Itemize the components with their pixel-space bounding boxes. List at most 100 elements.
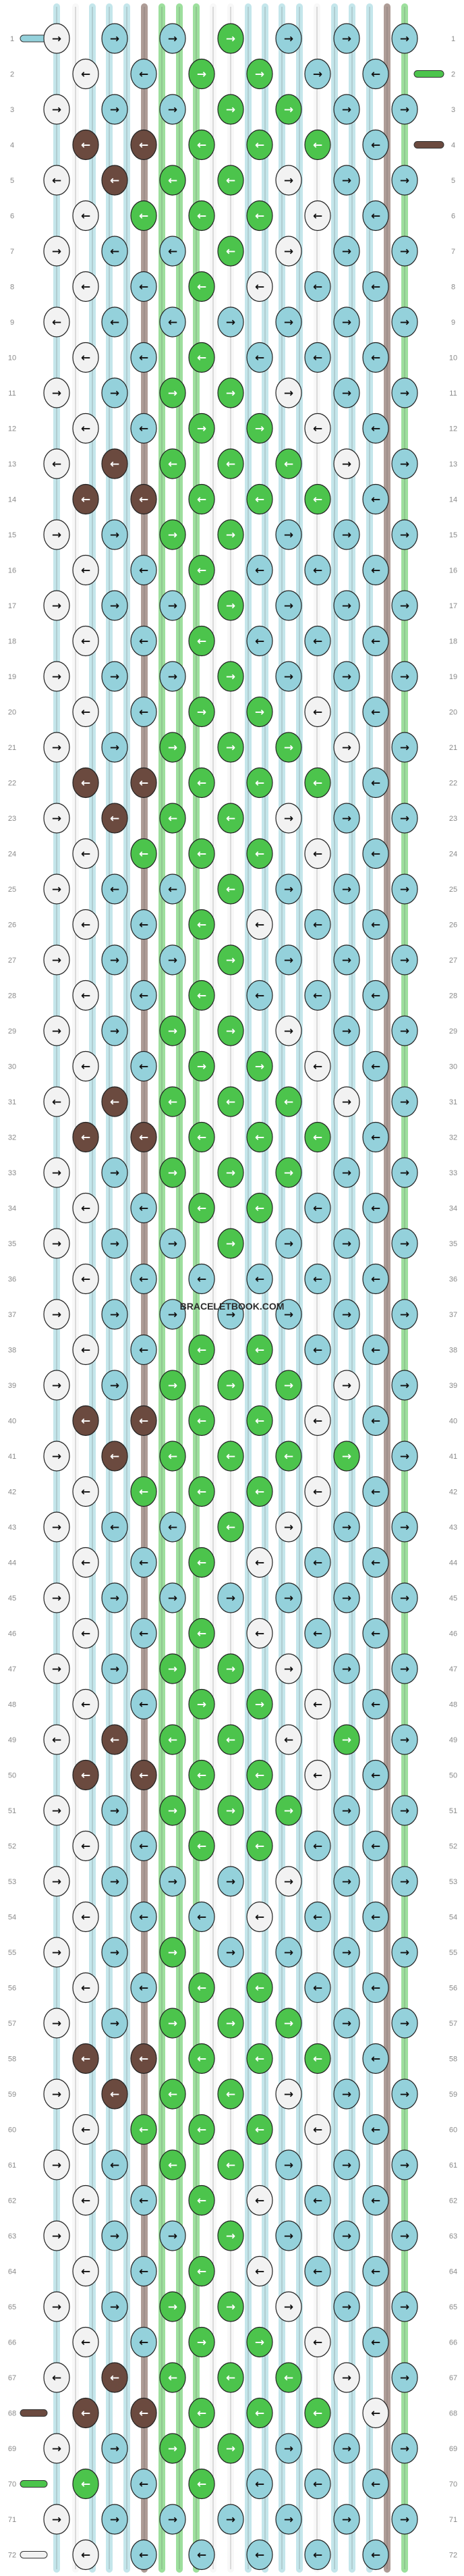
knot <box>43 1937 70 1968</box>
arrow-right-icon: → <box>400 1734 409 1747</box>
arrow-left-icon: ← <box>139 1415 148 1428</box>
knot <box>246 909 273 940</box>
row-number-left: 28 <box>8 992 16 1000</box>
row-number-left: 48 <box>8 1701 16 1709</box>
knot <box>188 271 215 302</box>
arrow-right-icon: → <box>110 1237 119 1251</box>
knot <box>246 1547 273 1578</box>
arrow-left-icon: ← <box>110 316 119 329</box>
knot <box>333 1937 360 1968</box>
knot <box>43 2433 70 2464</box>
arrow-left-icon: ← <box>110 2088 119 2101</box>
arrow-left-icon: ← <box>371 281 380 294</box>
arrow-right-icon: → <box>52 245 61 259</box>
knot <box>130 2468 157 2500</box>
arrow-right-icon: → <box>342 316 351 329</box>
knot <box>246 554 273 586</box>
arrow-left-icon: ← <box>255 2478 264 2492</box>
knot <box>159 2149 186 2180</box>
arrow-left-icon: ← <box>371 635 380 649</box>
row-number-right: 55 <box>449 1949 457 1957</box>
knot <box>188 342 215 373</box>
arrow-right-icon: → <box>52 1166 61 1180</box>
arrow-left-icon: ← <box>255 2407 264 2421</box>
arrow-left-icon: ← <box>313 2195 322 2208</box>
knot <box>101 1299 128 1330</box>
knot <box>391 803 418 834</box>
knot <box>101 1511 128 1542</box>
row-number-left: 34 <box>8 1205 16 1213</box>
arrow-left-icon: ← <box>255 352 264 365</box>
row-number-left: 49 <box>8 1736 16 1744</box>
arrow-right-icon: → <box>52 2088 61 2101</box>
arrow-left-icon: ← <box>81 281 90 294</box>
arrow-left-icon: ← <box>197 990 206 1003</box>
row-number-right: 35 <box>449 1240 457 1248</box>
knot <box>159 1866 186 1897</box>
knot <box>72 767 99 799</box>
knot <box>391 165 418 196</box>
row-number-left: 4 <box>10 142 14 150</box>
row-number-left: 20 <box>8 709 16 717</box>
knot <box>72 1759 99 1791</box>
knot <box>246 2114 273 2145</box>
arrow-left-icon: ← <box>139 423 148 436</box>
arrow-right-icon: → <box>226 2442 235 2456</box>
knot <box>333 2220 360 2251</box>
knot <box>391 1441 418 1472</box>
knot <box>130 696 157 728</box>
arrow-left-icon: ← <box>313 2407 322 2421</box>
knot <box>130 1263 157 1295</box>
knot <box>217 2078 244 2110</box>
arrow-left-icon: ← <box>371 2265 380 2279</box>
arrow-right-icon: → <box>52 2017 61 2031</box>
knot <box>304 625 331 657</box>
row-number-right: 24 <box>449 851 457 859</box>
arrow-left-icon: ← <box>81 2265 90 2279</box>
knot <box>391 1511 418 1542</box>
row-number-left: 37 <box>8 1311 16 1319</box>
arrow-left-icon: ← <box>371 1628 380 1641</box>
arrow-left-icon: ← <box>139 2053 148 2066</box>
knot <box>43 1866 70 1897</box>
knot <box>275 94 302 125</box>
arrow-left-icon: ← <box>81 68 90 82</box>
row-number-right: 30 <box>449 1063 457 1071</box>
arrow-right-icon: → <box>342 670 351 684</box>
arrow-left-icon: ← <box>371 2053 380 2066</box>
row-number-left: 58 <box>8 2056 16 2064</box>
row-number-left: 44 <box>8 1559 16 1567</box>
knot <box>362 1901 389 1933</box>
arrow-right-icon: → <box>168 1308 177 1322</box>
arrow-right-icon: → <box>52 2442 61 2456</box>
arrow-left-icon: ← <box>110 458 119 471</box>
knot <box>304 1617 331 1649</box>
knot <box>43 2362 70 2393</box>
arrow-left-icon: ← <box>81 2053 90 2066</box>
arrow-right-icon: → <box>226 2017 235 2031</box>
knot <box>333 1866 360 1897</box>
row-number-left: 25 <box>8 886 16 894</box>
knot <box>304 767 331 799</box>
arrow-left-icon: ← <box>81 139 90 153</box>
arrow-right-icon: → <box>52 1592 61 1605</box>
arrow-left-icon: ← <box>110 1096 119 1109</box>
arrow-left-icon: ← <box>139 1131 148 1145</box>
arrow-left-icon: ← <box>226 1096 235 1109</box>
knot <box>101 236 128 267</box>
arrow-left-icon: ← <box>255 493 264 507</box>
knot <box>391 1866 418 1897</box>
arrow-left-icon: ← <box>371 706 380 720</box>
knot <box>101 519 128 550</box>
arrow-right-icon: → <box>52 1379 61 1393</box>
arrow-right-icon: → <box>284 1592 293 1605</box>
knot <box>217 944 244 975</box>
knot <box>362 271 389 302</box>
arrow-left-icon: ← <box>168 1450 177 1464</box>
arrow-left-icon: ← <box>313 1486 322 1499</box>
arrow-left-icon: ← <box>371 2336 380 2350</box>
arrow-right-icon: → <box>284 670 293 684</box>
arrow-left-icon: ← <box>139 1840 148 1854</box>
knot <box>188 1901 215 1933</box>
arrow-right-icon: → <box>52 741 61 755</box>
